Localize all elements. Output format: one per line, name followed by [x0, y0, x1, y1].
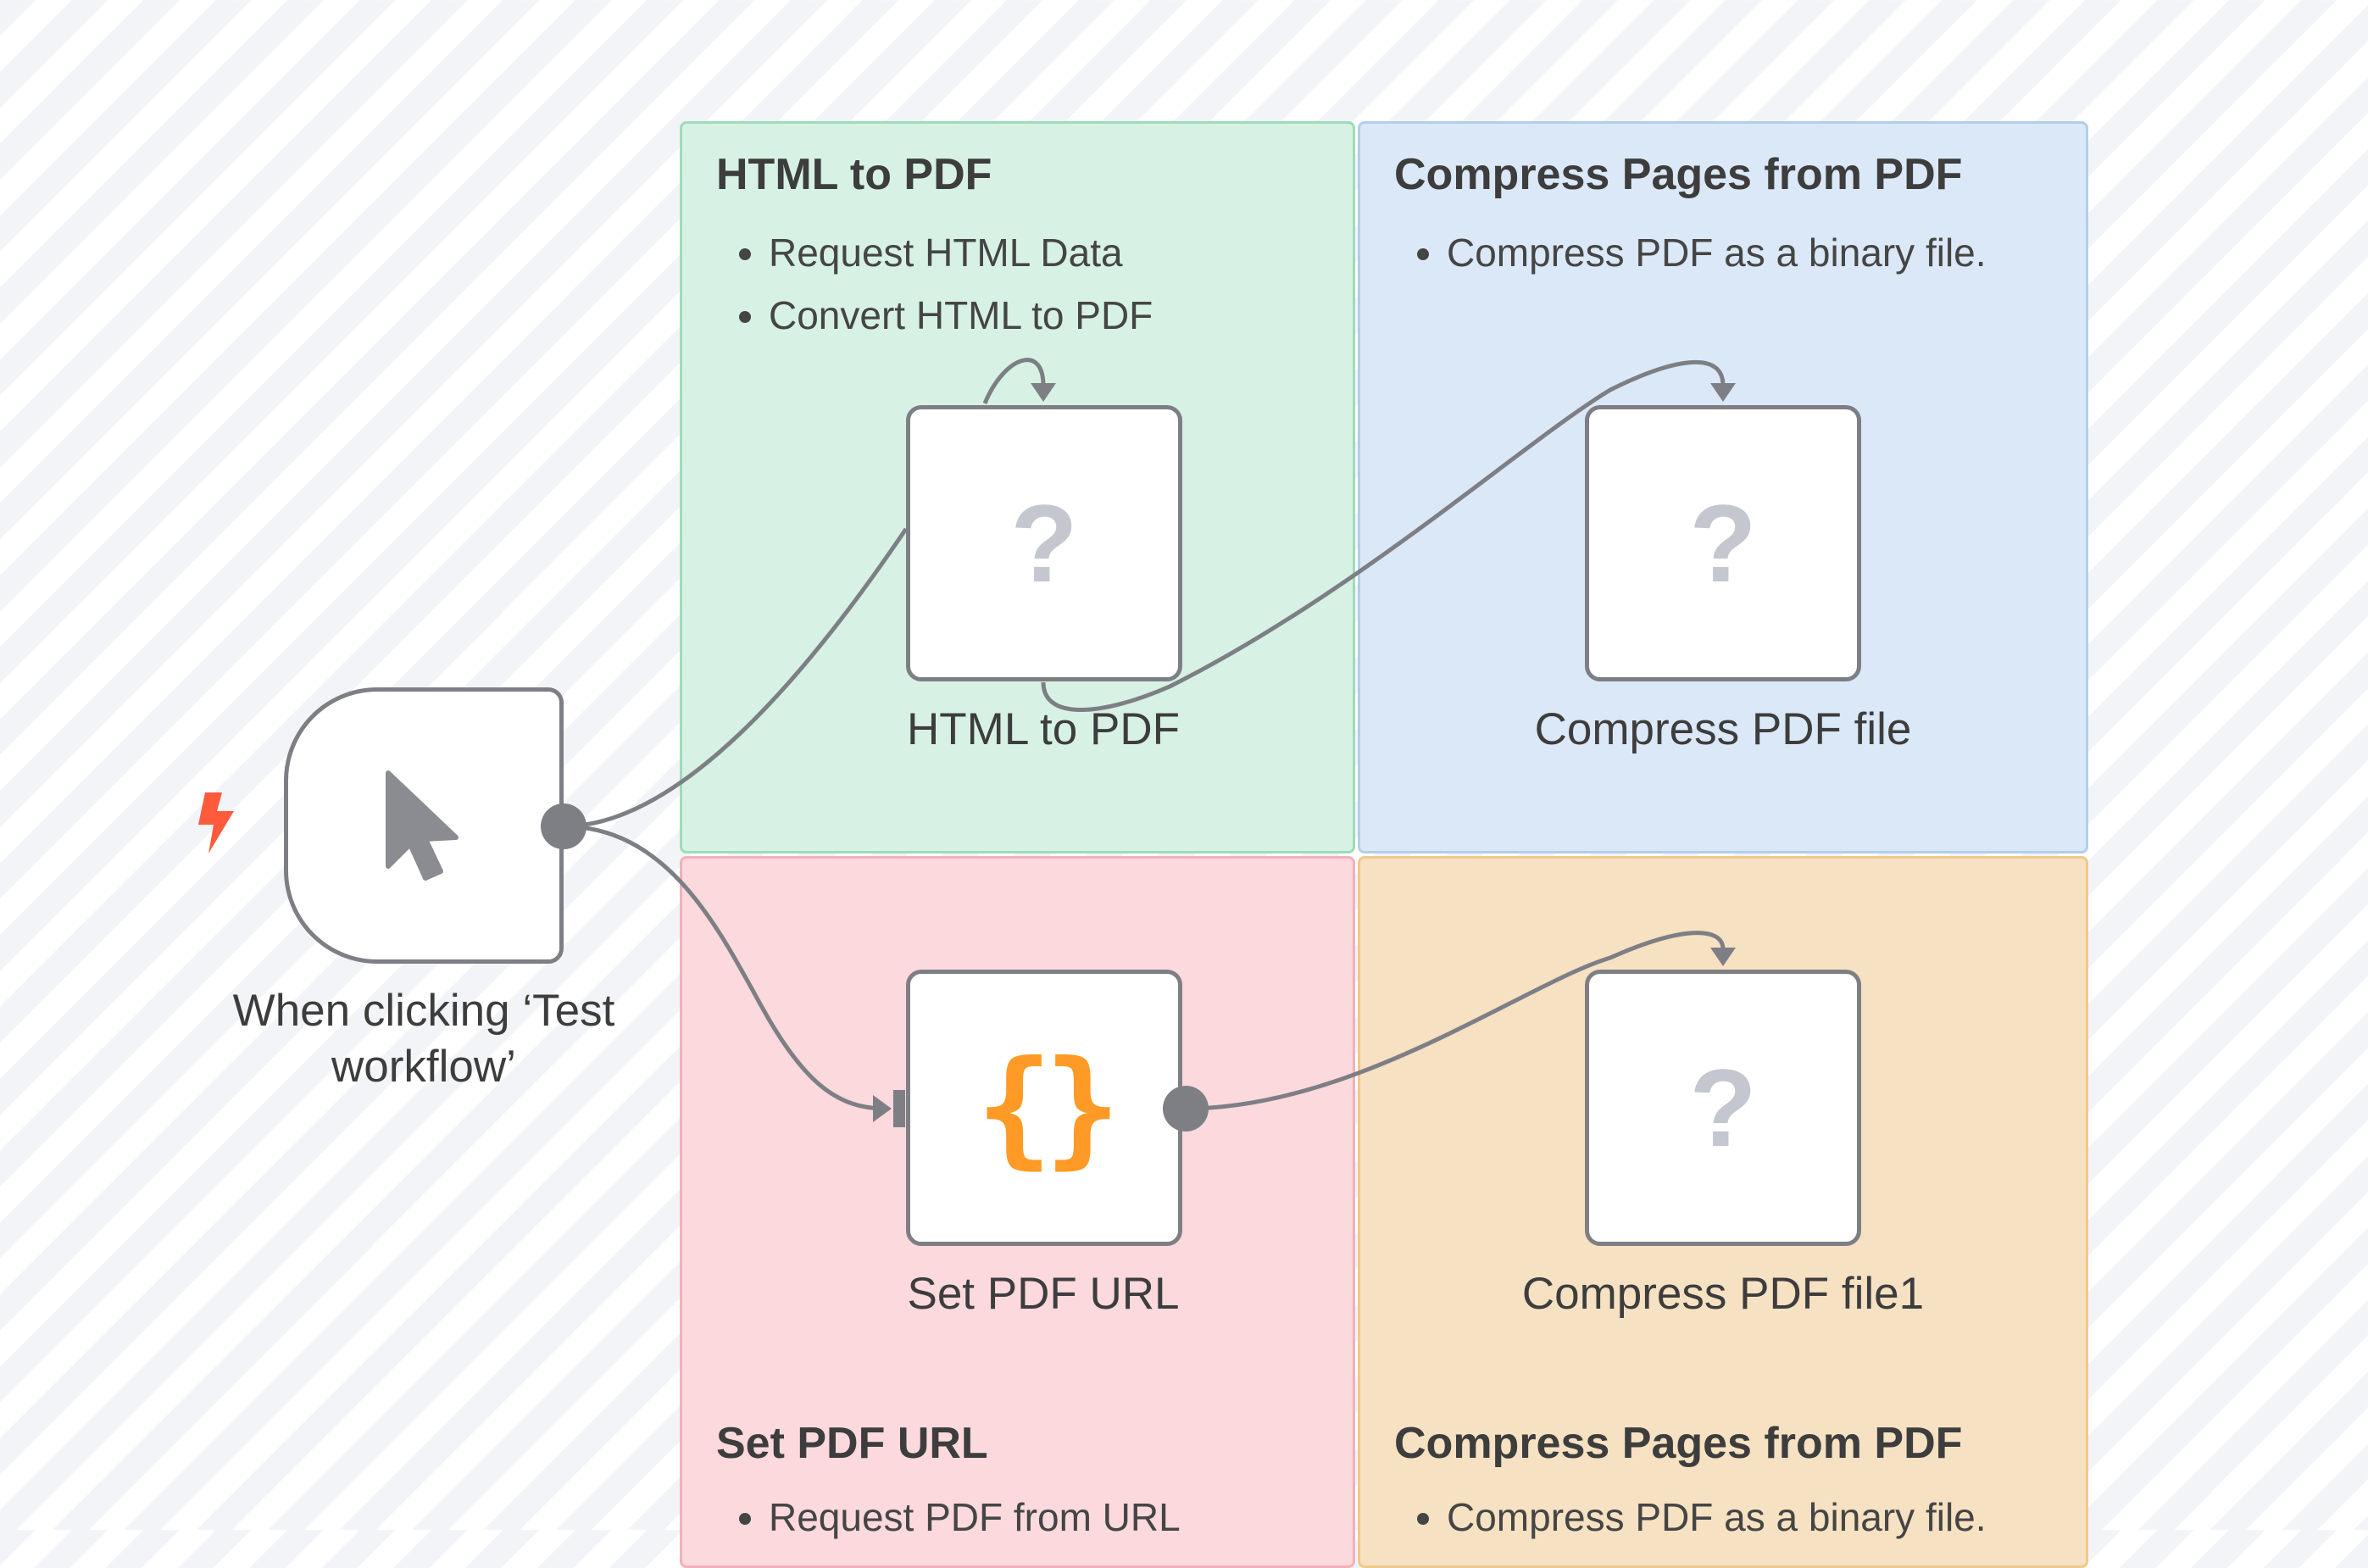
sticky-title: Compress Pages from PDF	[1394, 150, 1963, 199]
node-label-line: When clicking ‘Test	[232, 986, 615, 1036]
node-set-pdf-url[interactable]: {}	[906, 970, 1182, 1246]
sticky-title: Set PDF URL	[716, 1419, 988, 1468]
sticky-bullets: Compress PDF as a binary file.	[1394, 221, 1987, 284]
trigger-badge-lightning-icon	[197, 792, 237, 858]
braces-icon: {}	[976, 1034, 1121, 1182]
node-label: Compress PDF file	[1534, 704, 1912, 754]
node-label: Compress PDF file1	[1521, 1269, 1925, 1319]
sticky-title: HTML to PDF	[716, 150, 992, 199]
node-compress-pdf-file1[interactable]: ?	[1585, 970, 1861, 1246]
sticky-title: Compress Pages from PDF	[1394, 1419, 1963, 1468]
bullet-item: Request HTML Data	[769, 221, 1153, 284]
node-label: HTML to PDF	[907, 704, 1180, 754]
question-mark-icon: ?	[1010, 481, 1078, 605]
node-when-clicking-test-workflow[interactable]	[284, 687, 564, 964]
bullet-item: Request PDF from URL	[769, 1486, 1181, 1549]
cursor-icon	[386, 770, 459, 881]
node-compress-pdf-file[interactable]: ?	[1585, 405, 1861, 681]
bullet-item: Compress PDF as a binary file.	[1447, 1486, 1987, 1549]
node-label: When clicking ‘Test workflow’	[170, 983, 678, 1095]
node-label-line: workflow’	[331, 1042, 516, 1092]
output-handle[interactable]	[541, 803, 586, 849]
question-mark-icon: ?	[1689, 1046, 1757, 1170]
bullet-item: Convert HTML to PDF	[769, 284, 1153, 347]
sticky-bullets: Request PDF from URL	[716, 1486, 1181, 1549]
sticky-bullets: Request HTML Data Convert HTML to PDF	[716, 221, 1153, 347]
node-label: Set PDF URL	[907, 1269, 1180, 1319]
node-html-to-pdf[interactable]: ?	[906, 405, 1182, 681]
bullet-item: Compress PDF as a binary file.	[1447, 221, 1987, 284]
sticky-bullets: Compress PDF as a binary file.	[1394, 1486, 1987, 1549]
question-mark-icon: ?	[1689, 481, 1757, 605]
output-handle[interactable]	[1163, 1086, 1209, 1132]
